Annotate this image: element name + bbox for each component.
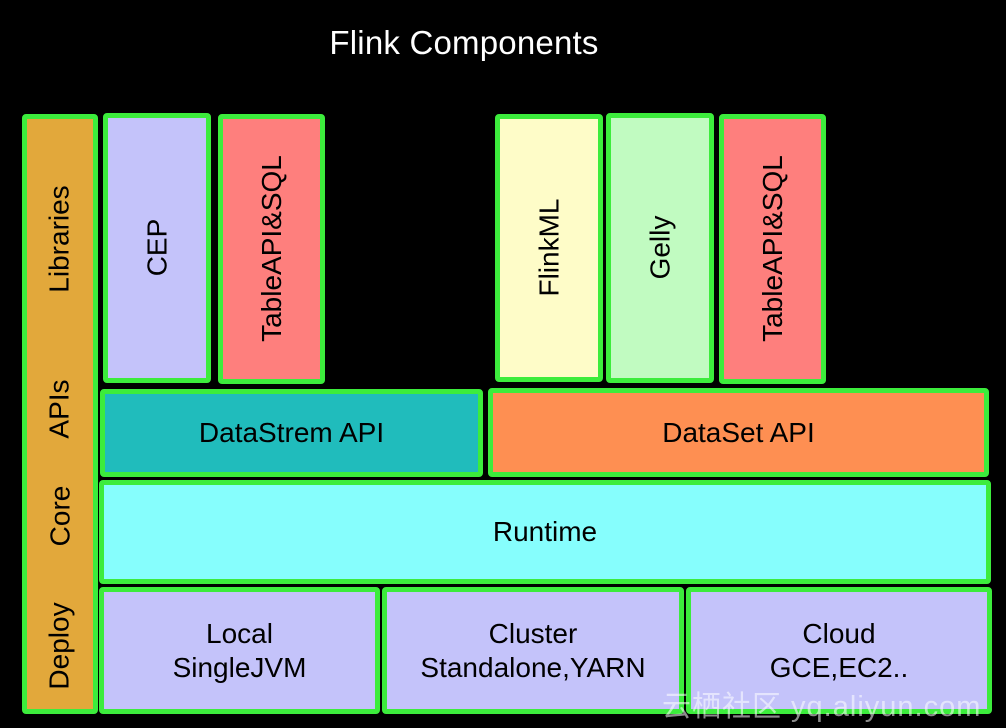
deploy-local-detail: SingleJVM bbox=[172, 651, 307, 683]
deploy-local: Local SingleJVM bbox=[99, 587, 380, 714]
deploy-cluster-title: Cluster bbox=[488, 618, 578, 650]
layer-label-deploy: Deploy bbox=[44, 602, 76, 690]
watermark: 云栖社区 yq.aliyun.com bbox=[662, 691, 982, 723]
deploy-local-title: Local bbox=[206, 618, 273, 650]
library-flinkml: FlinkML bbox=[495, 114, 603, 382]
layer-label-libraries: Libraries bbox=[44, 185, 76, 293]
library-cep: CEP bbox=[103, 113, 211, 383]
layer-label-core: Core bbox=[43, 485, 75, 547]
layer-bar: Libraries APIs Core Deploy bbox=[22, 114, 98, 714]
api-datastream: DataStrem API bbox=[100, 389, 483, 477]
deploy-cluster-detail: Standalone,YARN bbox=[420, 651, 646, 683]
core-runtime: Runtime bbox=[99, 480, 991, 584]
deploy-cluster: Cluster Standalone,YARN bbox=[382, 587, 684, 714]
diagram-title: Flink Components bbox=[329, 24, 599, 61]
layer-label-apis: APIs bbox=[43, 379, 75, 439]
deploy-cloud-title: Cloud bbox=[802, 618, 876, 650]
deploy-cloud: Cloud GCE,EC2.. bbox=[686, 587, 992, 714]
library-gelly: Gelly bbox=[606, 113, 714, 383]
library-tableapi-sql-batch: TableAPI&SQL bbox=[719, 114, 826, 384]
api-dataset: DataSet API bbox=[488, 388, 989, 477]
deploy-cloud-detail: GCE,EC2.. bbox=[769, 651, 909, 683]
library-tableapi-sql-stream: TableAPI&SQL bbox=[218, 114, 325, 384]
